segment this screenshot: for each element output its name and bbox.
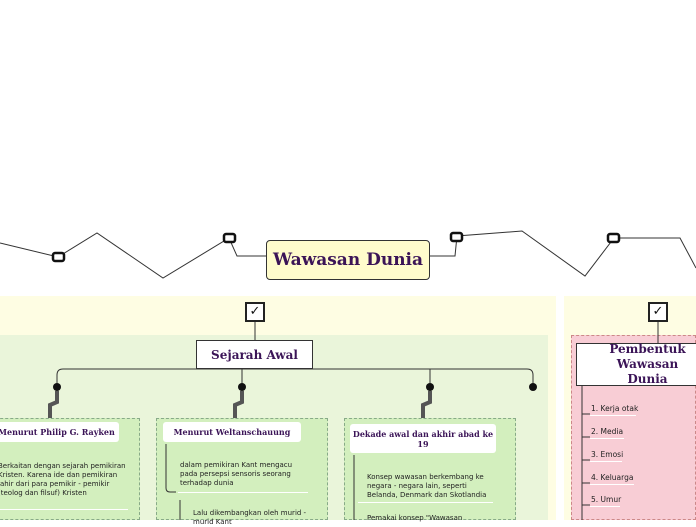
pembentuk-item-kerja-otak[interactable]: 1. Kerja otak bbox=[591, 404, 639, 413]
branch-node-3 bbox=[426, 383, 434, 391]
branch-title-dekade[interactable]: Dekade awal dan akhir abad ke 19 bbox=[350, 424, 496, 453]
pembentuk-item-media[interactable]: 2. Media bbox=[591, 427, 624, 436]
branch-node-1 bbox=[53, 383, 61, 391]
branch-text-weltanschauung: dalam pemikiran Kant mengacu pada persep… bbox=[180, 461, 293, 487]
underline bbox=[178, 492, 308, 493]
central-topic[interactable]: Wawasan Dunia bbox=[266, 240, 430, 280]
sejarah-checkbox-icon[interactable]: ✓ bbox=[245, 302, 265, 322]
branch-text-dekade: Konsep wawasan berkembang ke negara - ne… bbox=[367, 473, 487, 499]
underline bbox=[0, 509, 128, 510]
right-node-marker-1 bbox=[449, 231, 464, 243]
pembentuk-item-umur[interactable]: 5. Umur bbox=[591, 495, 622, 504]
sejarah-awal-topic[interactable]: Sejarah Awal bbox=[196, 340, 313, 369]
right-node-marker-2 bbox=[606, 232, 621, 244]
right-connector-line bbox=[430, 230, 696, 277]
pembentuk-topic[interactable]: Pembentuk Wawasan Dunia bbox=[576, 342, 696, 386]
underline bbox=[590, 484, 634, 485]
branch-title-rayken[interactable]: Menurut Philip G. Rayken bbox=[0, 422, 119, 442]
branch-text2-dekade: Pemakai konsep "Wawasan bbox=[367, 514, 463, 522]
pembentuk-item-keluarga[interactable]: 4. Keluarga bbox=[591, 473, 634, 482]
underline bbox=[590, 438, 624, 439]
underline bbox=[590, 461, 622, 462]
left-node-marker-1 bbox=[51, 251, 66, 263]
underline bbox=[590, 415, 636, 416]
branch-title-weltanschauung[interactable]: Menurut Weltanschauung bbox=[163, 422, 301, 442]
pembentuk-checkbox-icon[interactable]: ✓ bbox=[648, 302, 668, 322]
branch-node-2 bbox=[238, 383, 246, 391]
underline bbox=[358, 502, 493, 503]
branch-node-4 bbox=[529, 383, 537, 391]
branch-text-rayken: Berkaitan dengan sejarah pemikiran Krist… bbox=[0, 462, 126, 497]
underline bbox=[590, 506, 620, 507]
pembentuk-item-emosi[interactable]: 3. Emosi bbox=[591, 450, 624, 459]
left-node-marker-2 bbox=[222, 232, 237, 244]
